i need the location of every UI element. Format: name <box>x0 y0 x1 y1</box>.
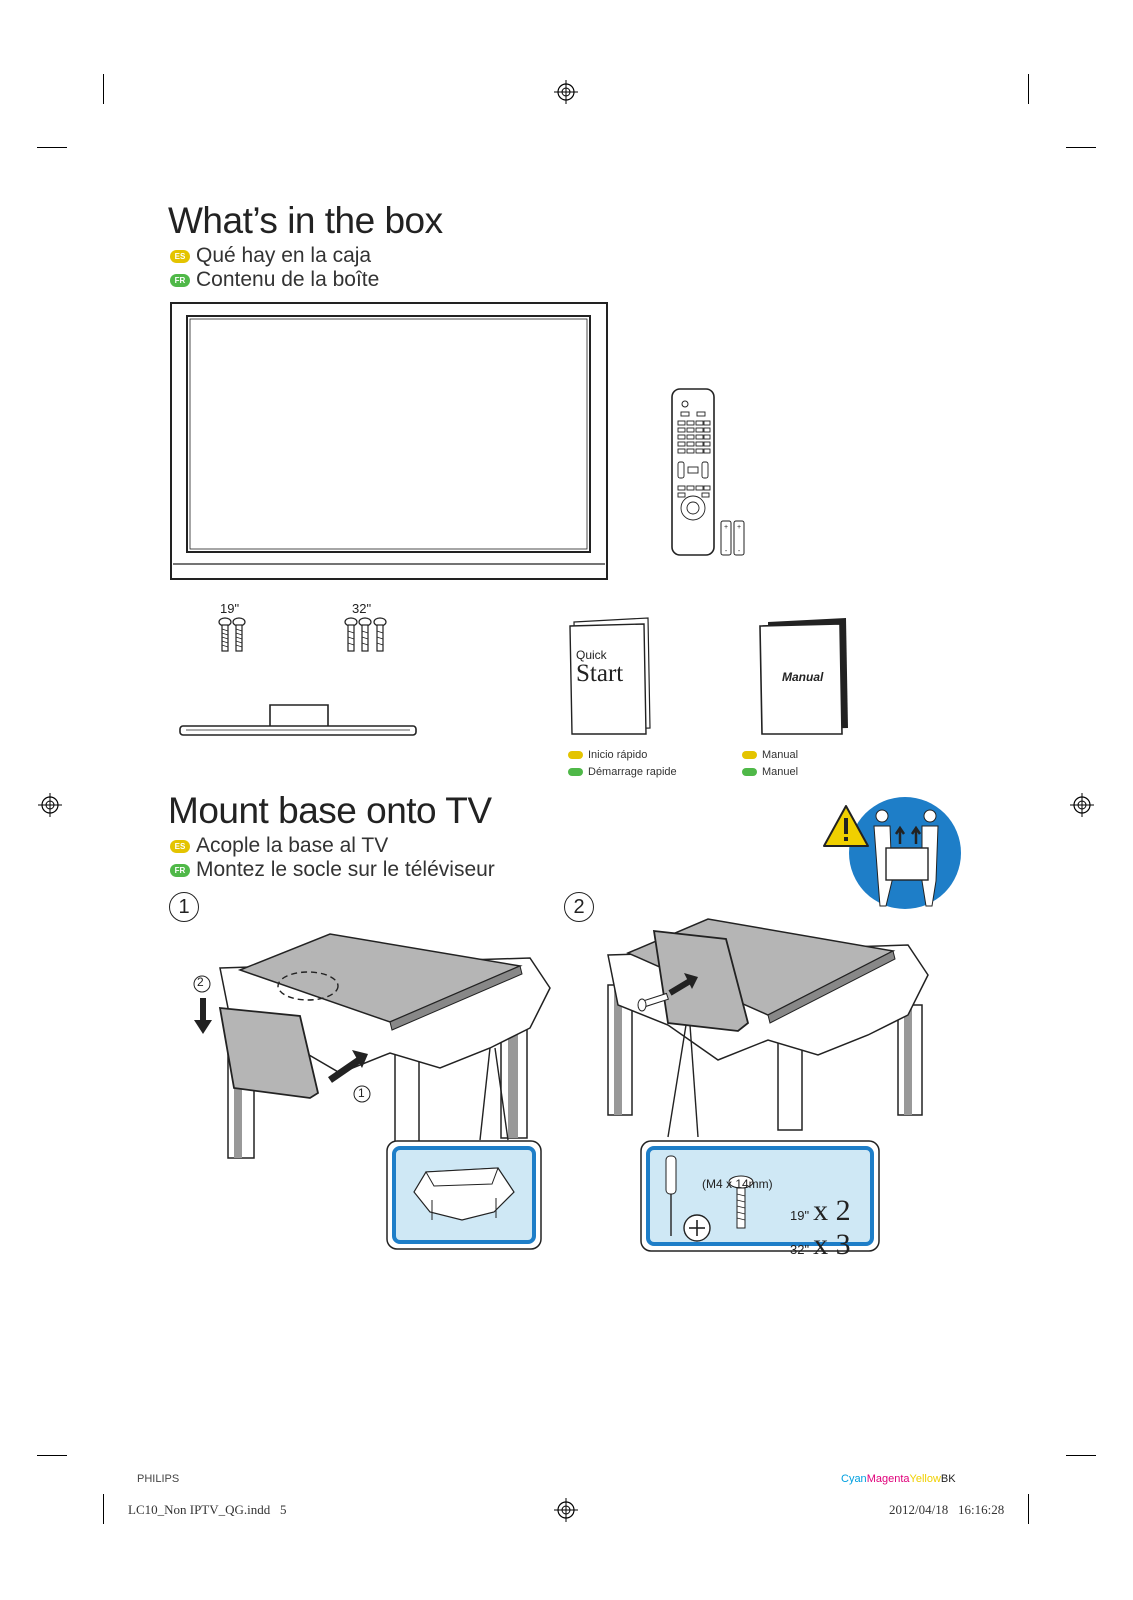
quick-start-small-text: Quick <box>576 648 607 662</box>
green-dot-icon <box>742 768 757 776</box>
quick-start-big-text: Start <box>576 660 624 687</box>
footer-filename: LC10_Non IPTV_QG.indd 5 <box>128 1502 287 1517</box>
manual-es-text: Manual <box>762 749 799 761</box>
quick-start-es: Inicio rápido <box>568 747 647 763</box>
screw-spec-row2-size: 32" <box>790 1242 810 1257</box>
sub-step-2-label: 2 <box>197 975 204 989</box>
yellow-dot-icon <box>568 751 583 759</box>
table-cloth-callout <box>386 1140 542 1250</box>
subtitle-fr-2: FR Montez le socle sur le téléviseur <box>170 858 495 882</box>
manual-es: Manual <box>742 747 798 763</box>
screw-spec-row2-qty: x 3 <box>813 1228 851 1261</box>
registration-mark-icon <box>38 793 62 817</box>
sub-step-1-label: 1 <box>358 1086 365 1100</box>
registration-mark-icon <box>554 1498 578 1522</box>
quick-start-es-text: Inicio rápido <box>588 749 648 761</box>
manual-fr: Manuel <box>742 764 798 780</box>
screw-size-19: 19" <box>220 601 240 616</box>
quick-start-booklet <box>569 617 651 735</box>
tv-illustration <box>170 302 608 580</box>
screw-spec-row1-size: 19" <box>790 1208 810 1223</box>
subtitle-es-2-text: Acople la base al TV <box>196 834 389 857</box>
footer-brand: PHILIPS <box>137 1473 180 1485</box>
step-number-2-text: 2 <box>573 895 585 918</box>
subtitle-fr: FR Contenu de la boîte <box>170 268 379 292</box>
svg-text:+: + <box>724 524 728 531</box>
color-magenta: Magenta <box>866 1473 910 1485</box>
svg-text:-: - <box>725 548 728 555</box>
screw-spec-row1-qty: x 2 <box>813 1194 851 1227</box>
screw-spec-row2: 32" x 3 <box>790 1228 851 1262</box>
section-title-mount: Mount base onto TV <box>168 790 492 831</box>
screw-spec-size: (M4 x 14mm) <box>702 1177 773 1191</box>
screw-spec-callout <box>640 1140 880 1252</box>
quick-start-fr: Démarrage rapide <box>568 764 677 780</box>
crop-mark <box>1066 147 1096 148</box>
crop-mark <box>37 147 67 148</box>
color-yellow: Yellow <box>909 1473 941 1485</box>
remote-control-icon <box>671 388 715 556</box>
crop-mark <box>103 1494 104 1524</box>
svg-text:-: - <box>738 548 741 555</box>
crop-mark <box>1066 1455 1096 1456</box>
es-badge-icon: ES <box>170 249 190 263</box>
registration-mark-icon <box>554 80 578 104</box>
subtitle-es-text: Qué hay en la caja <box>196 244 372 267</box>
quick-start-fr-text: Démarrage rapide <box>588 766 677 778</box>
svg-text:+: + <box>737 524 741 531</box>
subtitle-fr-2-text: Montez le socle sur le téléviseur <box>196 858 495 881</box>
step-number-1-text: 1 <box>178 895 190 918</box>
screw-size-32: 32" <box>352 601 372 616</box>
two-person-lift-warning-icon <box>823 797 961 909</box>
subtitle-fr-text: Contenu de la boîte <box>196 268 380 291</box>
screws-19-icon <box>218 617 246 652</box>
fr-badge-icon: FR <box>170 863 190 877</box>
footer-datetime: 2012/04/18 16:16:28 <box>889 1502 1005 1517</box>
screw-spec-row1: 19" x 2 <box>790 1194 851 1228</box>
screws-32-icon <box>344 617 387 652</box>
step-number-2: 2 <box>564 892 594 922</box>
crop-mark <box>103 74 104 104</box>
color-cyan: Cyan <box>841 1473 867 1485</box>
crop-mark <box>1028 74 1029 104</box>
manual-fr-text: Manuel <box>762 766 799 778</box>
footer-color-bar: CyanMagentaYellowBK <box>841 1473 956 1485</box>
user-manual-booklet <box>759 618 848 735</box>
es-badge-icon: ES <box>170 839 190 853</box>
yellow-dot-icon <box>742 751 757 759</box>
color-bk: BK <box>940 1473 956 1485</box>
crop-mark <box>1028 1494 1029 1524</box>
manual-cover-text: Manual <box>782 670 824 684</box>
battery-icon: + + - - <box>720 520 745 556</box>
step2-illustration <box>607 918 929 1138</box>
step-number-1: 1 <box>169 892 199 922</box>
registration-mark-icon <box>1070 793 1094 817</box>
section-title-box: What’s in the box <box>168 200 443 241</box>
tv-stand-base-illustration <box>179 704 417 736</box>
subtitle-es: ES Qué hay en la caja <box>170 244 371 268</box>
subtitle-es-2: ES Acople la base al TV <box>170 834 388 858</box>
fr-badge-icon: FR <box>170 273 190 287</box>
crop-mark <box>37 1455 67 1456</box>
green-dot-icon <box>568 768 583 776</box>
step1-illustration <box>193 933 551 1184</box>
